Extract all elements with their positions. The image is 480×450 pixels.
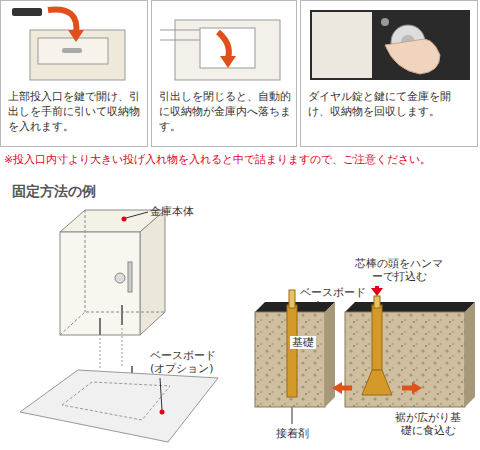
section-title: 固定方法の例 xyxy=(12,183,96,201)
part-label: 接着剤 xyxy=(276,427,309,440)
part-label: ベースボード (オプション) xyxy=(150,349,226,375)
step-note: 芯棒の頭をハンマーで打込む xyxy=(352,257,446,283)
step-caption: ダイヤル錠と鍵にて金庫を開け、収納物を回収します。 xyxy=(308,89,472,119)
dial-picture xyxy=(310,10,470,80)
drop-picture xyxy=(160,20,280,80)
part-label: 基礎 xyxy=(290,336,316,349)
part-label: ベースボード xyxy=(298,286,368,299)
foundation-picture xyxy=(255,286,475,407)
step-panel: ダイヤル錠と鍵にて金庫を開け、収納物を回収します。 xyxy=(300,0,478,147)
part-label: 金庫本体 xyxy=(150,205,194,218)
leader-lines xyxy=(122,212,319,424)
step-panel: 引出しを閉じると、自動的に収納物が金庫内へ落ちます。 xyxy=(151,0,297,147)
step-note: 裾が広がり基礎に食込む xyxy=(393,411,463,437)
safe-picture xyxy=(60,210,165,335)
step-panel: 上部投入口を鍵で開け、引出しを手前に引いて収納物を入れます。 xyxy=(0,0,148,147)
base-plate xyxy=(20,328,218,442)
step-caption: 引出しを閉じると、自動的に収納物が金庫内へ落ちます。 xyxy=(159,89,291,134)
caution-note: ※投入口内寸より大きい投げ入れ物を入れると中で詰まりますので、ご注意ください。 xyxy=(4,153,478,166)
drawer-picture xyxy=(12,8,125,80)
step-caption: 上部投入口を鍵で開け、引出しを手前に引いて収納物を入れます。 xyxy=(8,89,142,134)
